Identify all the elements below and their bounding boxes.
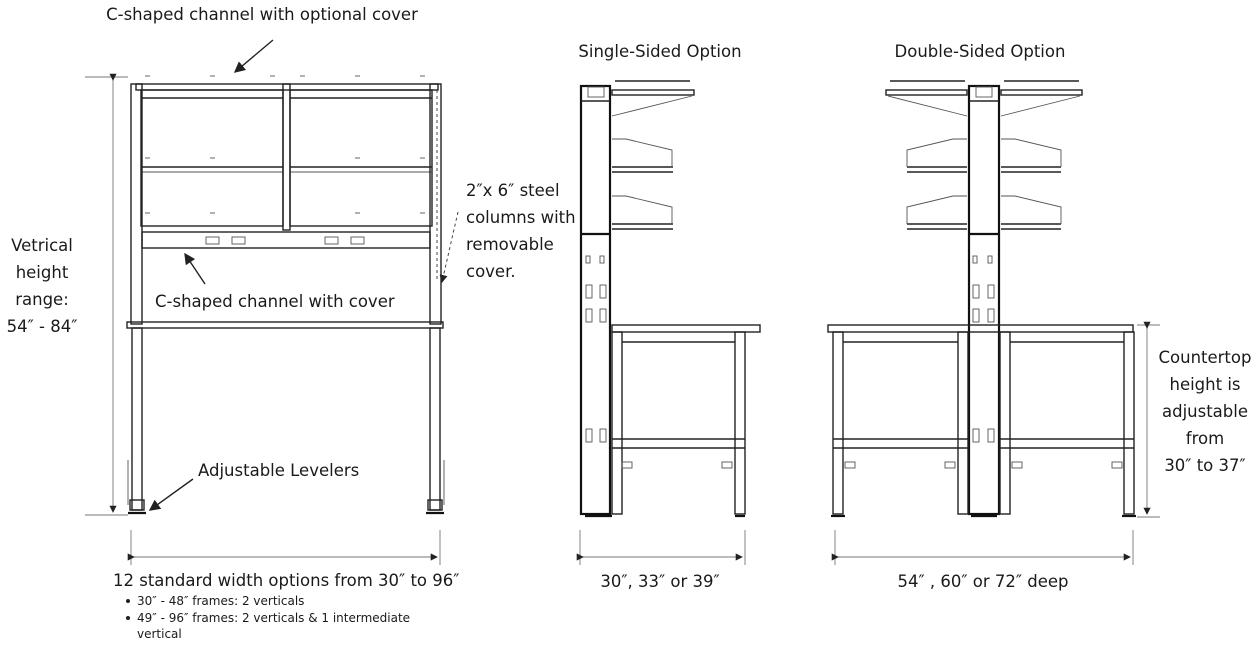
column-callout-line: columns with (466, 208, 576, 227)
countertop-callout: Countertop height is adjustable from 30″… (1159, 348, 1252, 475)
countertop-callout-line: Countertop (1159, 348, 1252, 367)
double-sided-dimensions (831, 321, 1160, 565)
double-sided-title: Double-Sided Option (895, 42, 1066, 61)
countertop-callout-line: height is (1169, 375, 1240, 394)
single-sided-depth-label: 30″, 33″ or 39″ (600, 572, 719, 591)
bullet-item: vertical (137, 627, 182, 641)
column-callout-line: removable (466, 235, 554, 254)
column-callout-line: cover. (466, 262, 516, 281)
top-channel-callout: C-shaped channel with optional cover (106, 5, 418, 24)
height-callout-line: range: (15, 290, 69, 309)
single-sided-title: Single-Sided Option (578, 42, 741, 61)
bullet-item: 49″ - 96″ frames: 2 verticals & 1 interm… (137, 611, 410, 625)
bullet-item: 30″ - 48″ frames: 2 verticals (137, 594, 304, 608)
height-callout-line: Vetrical (11, 236, 73, 255)
width-options-title: 12 standard width options from 30″ to 96… (113, 571, 459, 590)
countertop-callout-line: adjustable (1162, 402, 1248, 421)
height-callout-line: height (16, 263, 69, 282)
double-sided-depth-label: 54″ , 60″ or 72″ deep (897, 572, 1068, 591)
height-callout-line: 54″ - 84″ (7, 317, 78, 336)
front-view-drawing (126, 75, 445, 515)
countertop-callout-line: from (1186, 429, 1224, 448)
channel-callout: C-shaped channel with cover (155, 292, 395, 311)
width-options-bullets: 30″ - 48″ frames: 2 verticals 49″ - 96″ … (126, 594, 410, 641)
front-view-dimensions (85, 39, 459, 565)
column-callout-line: 2″x 6″ steel (466, 181, 560, 200)
single-sided-drawing (579, 80, 761, 518)
levelers-callout: Adjustable Levelers (198, 461, 359, 480)
height-range-callout: Vetrical height range: 54″ - 84″ (7, 236, 78, 336)
double-sided-drawing (827, 80, 1136, 518)
single-sided-dimension (576, 530, 746, 565)
countertop-callout-line: 30″ to 37″ (1164, 456, 1245, 475)
column-callout: 2″x 6″ steel columns with removable cove… (466, 181, 576, 281)
